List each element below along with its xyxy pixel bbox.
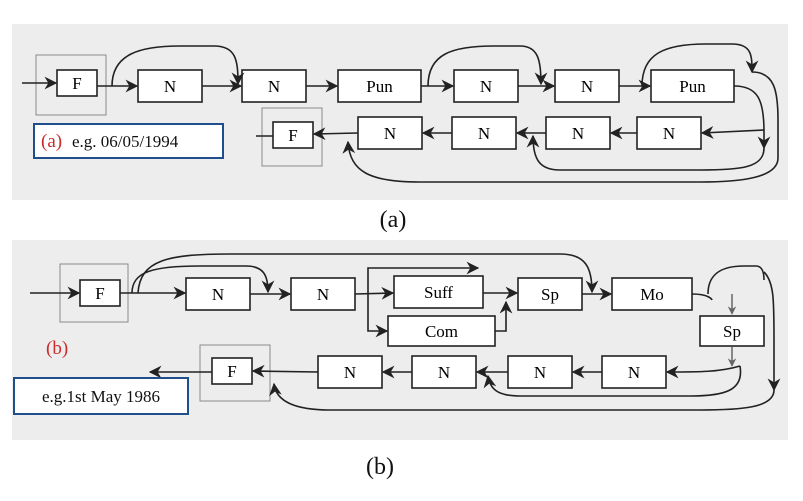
svg-text:N: N xyxy=(480,77,492,96)
node-f-start-b: F xyxy=(79,279,121,307)
node-mo: Mo xyxy=(611,277,693,311)
svg-text:N: N xyxy=(164,77,176,96)
edge-pun2-outer xyxy=(751,71,779,158)
svg-text:N: N xyxy=(344,363,356,382)
svg-text:N: N xyxy=(478,124,490,143)
arc-pun-skip xyxy=(427,45,548,87)
arc-split-over-suff xyxy=(367,261,480,293)
svg-text:N: N xyxy=(663,124,675,143)
edge-n2-split xyxy=(354,286,395,300)
panel-a-background xyxy=(12,24,788,200)
f-end-outline-b xyxy=(199,344,271,402)
svg-text:Sp: Sp xyxy=(541,285,559,304)
node-n-3-b: N xyxy=(317,355,383,389)
node-n-6: N xyxy=(451,116,517,150)
node-n-5-b: N xyxy=(507,355,573,389)
node-com: Com xyxy=(387,315,496,347)
panel-b-tag: (b) xyxy=(46,338,68,359)
svg-text:N: N xyxy=(317,285,329,304)
panel-b: F N N Suff Com Sp Mo Sp xyxy=(12,240,788,440)
edge-split-com xyxy=(367,293,389,338)
node-pun-1: Pun xyxy=(337,69,422,103)
svg-text:F: F xyxy=(288,126,297,145)
node-n-3: N xyxy=(453,69,519,103)
svg-text:N: N xyxy=(534,363,546,382)
node-f-end-b: F xyxy=(211,357,253,385)
node-sp-2: Sp xyxy=(699,315,765,347)
node-n-4-b: N xyxy=(411,355,477,389)
panel-b-caption: (b) xyxy=(366,454,394,480)
node-pun-2: Pun xyxy=(650,69,735,103)
svg-text:Pun: Pun xyxy=(366,77,393,96)
loop-bottom-mid xyxy=(526,134,765,171)
svg-text:N: N xyxy=(384,124,396,143)
panel-a-example-box xyxy=(33,123,224,159)
arc-f-skip-b xyxy=(131,265,275,294)
node-n-7: N xyxy=(545,116,611,150)
panel-b-example-box xyxy=(13,377,189,415)
edge-outer-right xyxy=(763,271,781,392)
svg-text:N: N xyxy=(438,363,450,382)
arc-f-to-sp-b xyxy=(137,253,599,294)
svg-text:N: N xyxy=(628,363,640,382)
node-n-8: N xyxy=(636,116,702,150)
node-sp-1: Sp xyxy=(517,277,583,311)
svg-text:Pun: Pun xyxy=(679,77,706,96)
panel-a: F N N Pun N N Pun N xyxy=(12,24,788,200)
panel-a-caption: (a) xyxy=(380,207,407,233)
svg-text:N: N xyxy=(581,77,593,96)
panel-b-example: e.g.1st May 1986 xyxy=(42,387,160,406)
arc-mo-skip xyxy=(707,265,765,295)
svg-text:F: F xyxy=(227,362,236,381)
node-f-start: F xyxy=(56,69,98,97)
loop-bottom-wide xyxy=(342,140,779,183)
svg-text:N: N xyxy=(572,124,584,143)
svg-text:N: N xyxy=(268,77,280,96)
svg-text:Suff: Suff xyxy=(424,283,453,302)
panel-a-tag: (a) xyxy=(41,131,62,152)
node-n-2: N xyxy=(241,69,307,103)
edge-n5-f xyxy=(312,127,359,141)
node-n-1-b: N xyxy=(185,277,251,311)
edge-mo-to-sp2 xyxy=(691,293,713,301)
edge-n3-f-b xyxy=(251,364,319,378)
svg-text:Mo: Mo xyxy=(640,285,664,304)
node-n-6-b: N xyxy=(601,355,667,389)
arc-f-skip xyxy=(111,45,245,87)
f-start-outline xyxy=(35,54,107,116)
svg-text:Sp: Sp xyxy=(723,322,741,341)
arc-pun2-skip xyxy=(641,43,759,87)
svg-text:Com: Com xyxy=(425,322,458,341)
svg-text:F: F xyxy=(72,74,81,93)
node-n-5: N xyxy=(357,116,423,150)
node-n-1: N xyxy=(137,69,203,103)
edge-right-to-n8 xyxy=(700,126,765,139)
node-n-2-b: N xyxy=(290,277,356,311)
edge-right-to-n6 xyxy=(665,365,741,379)
loop-bottom-mid-b xyxy=(483,365,742,397)
loop-bottom-wide-b xyxy=(269,382,775,411)
panel-a-example: e.g. 06/05/1994 xyxy=(72,132,179,151)
edge-com-sp xyxy=(495,300,513,332)
node-f-end: F xyxy=(272,121,314,149)
node-n-4: N xyxy=(554,69,620,103)
svg-text:F: F xyxy=(95,284,104,303)
svg-text:N: N xyxy=(212,285,224,304)
edge-pun2-down xyxy=(733,85,771,150)
node-suff: Suff xyxy=(393,275,484,309)
